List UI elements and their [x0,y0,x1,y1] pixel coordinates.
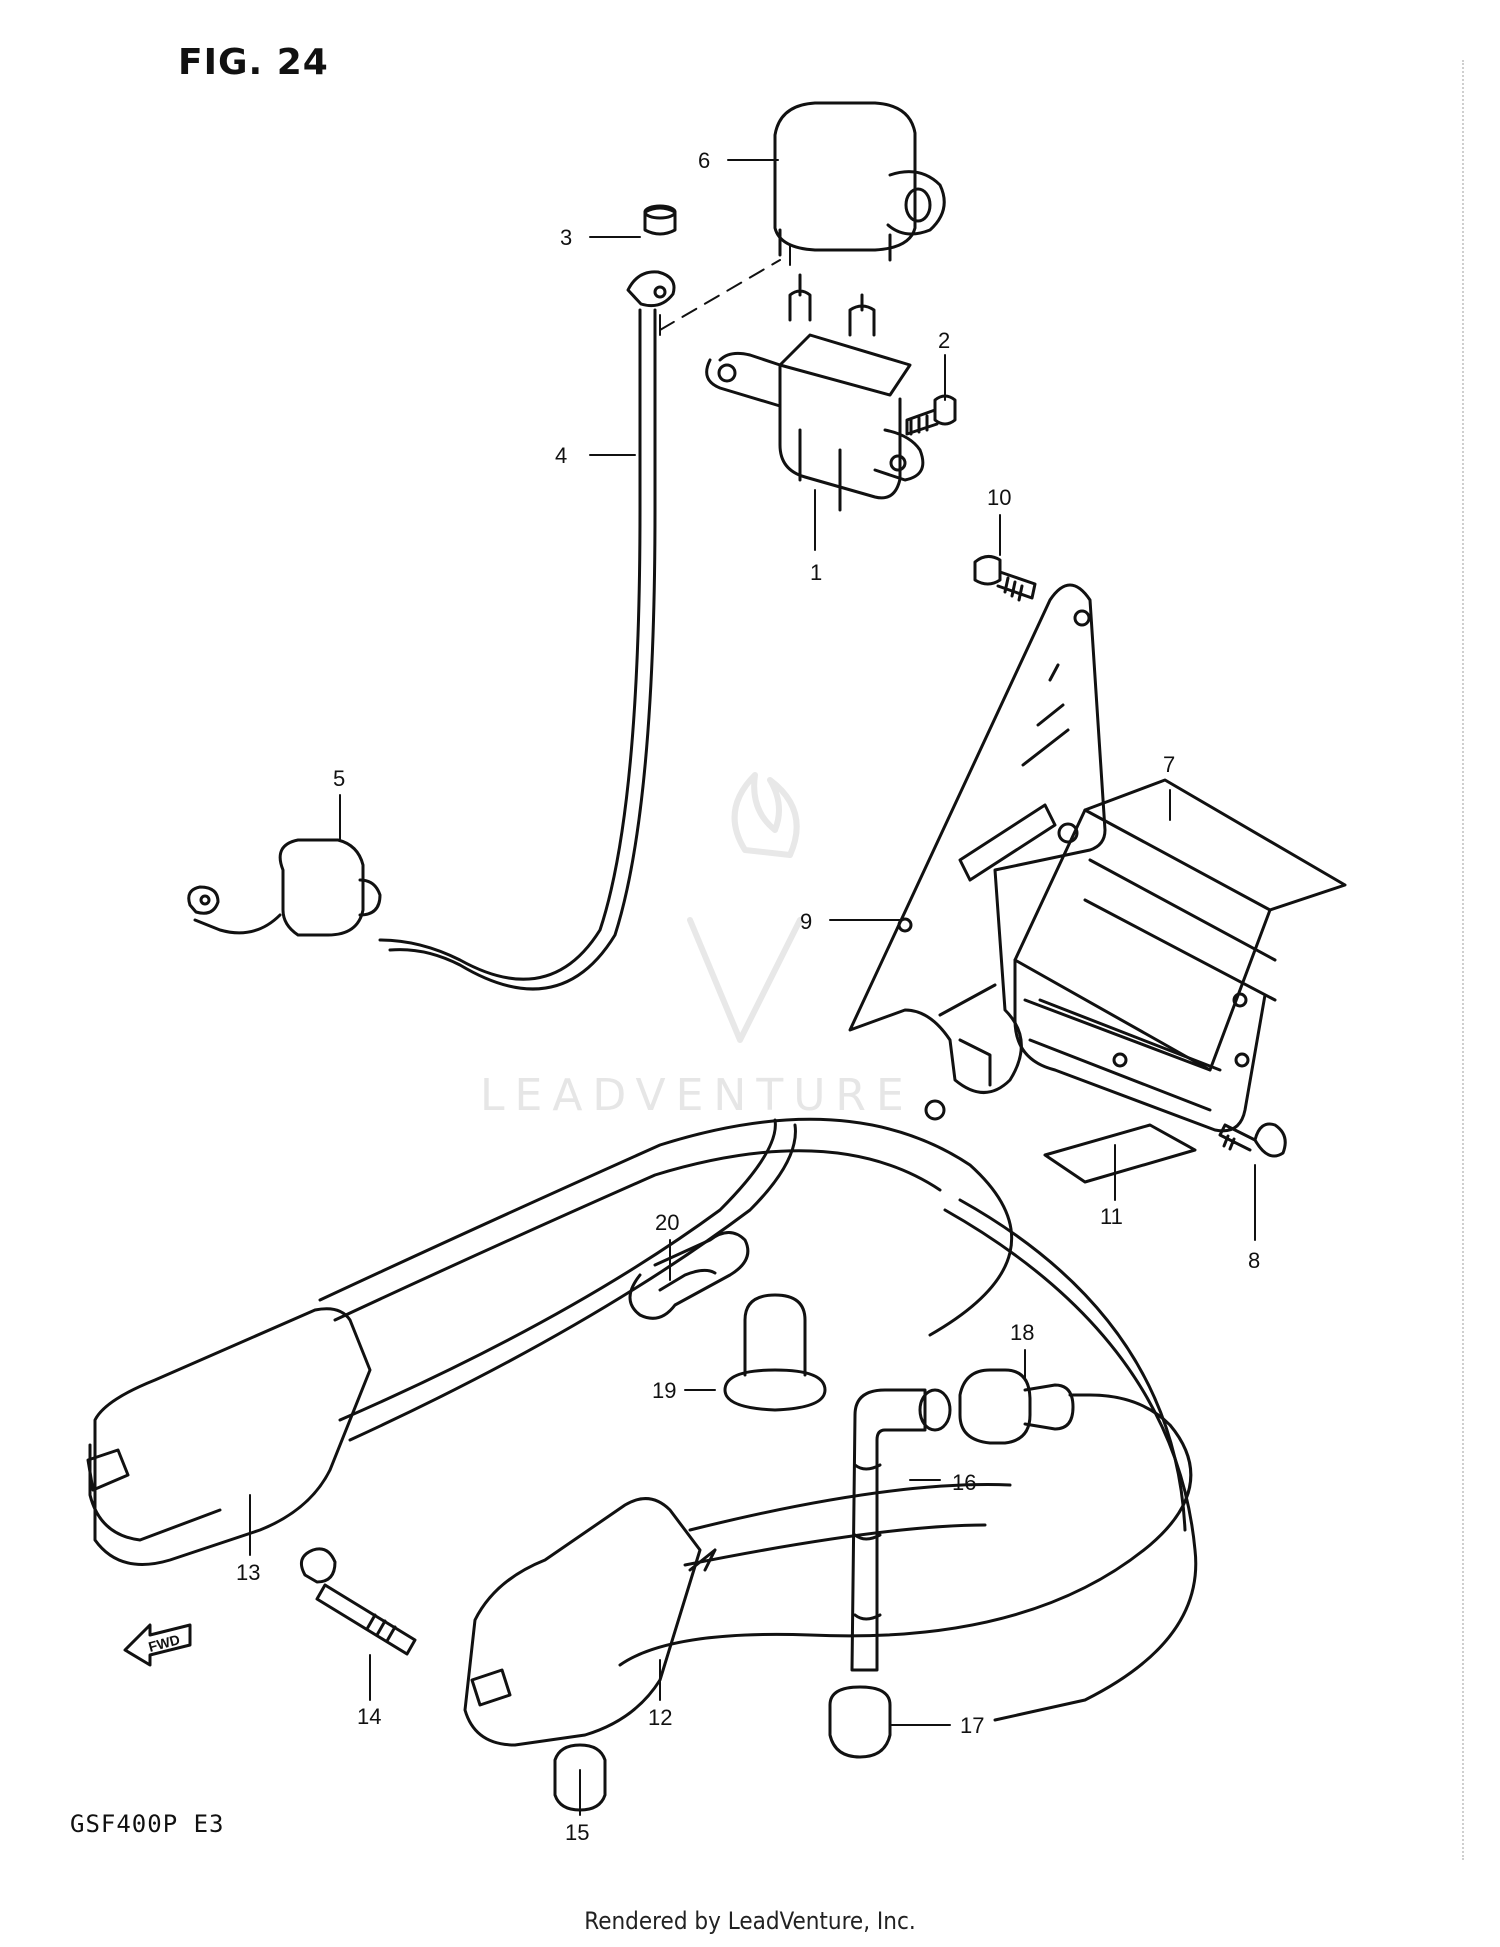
leader-lines [249,159,1256,1816]
callout-17: 17 [960,1713,984,1738]
callout-numbers: 1 2 3 4 5 6 7 8 9 10 11 12 13 14 15 16 1… [147,148,1261,1845]
part-20-clamp [628,1231,750,1320]
part-18-plug-cap [618,1368,1193,1667]
callout-8: 8 [1248,1248,1260,1273]
part-16-hose [850,1388,952,1672]
callout-13: 13 [236,1560,260,1585]
callout-4: 4 [555,443,567,468]
callout-18: 18 [1010,1320,1034,1345]
part-5-terminal-boot [187,838,382,937]
part-19-cap [723,1293,827,1412]
render-credit: Rendered by LeadVenture, Inc. [584,1907,916,1935]
part-6-relay-cover [773,101,946,262]
model-code: GSF400P E3 [70,1810,225,1838]
callout-11: 11 [1100,1204,1123,1229]
part-17-cap [828,1685,892,1759]
part-13-ignition-coil [86,1117,1198,1722]
callout-7: 7 [1163,752,1175,777]
callout-20: 20 [655,1210,679,1235]
part-7-regulator [1013,778,1347,1133]
part-8-screw [1218,1122,1287,1158]
part-10-screw [973,555,1037,602]
callout-2: 2 [938,328,950,353]
watermark-logo [687,772,803,1043]
callout-5: 5 [333,766,345,791]
callout-9: 9 [800,909,812,934]
part-11-pad [1043,1123,1197,1184]
callout-19: 19 [652,1378,676,1403]
part-15-spacer [553,1743,607,1812]
part-1-starter-relay [705,273,925,512]
part-4-lead-wire [378,270,676,991]
fwd-arrow-label: FWD [147,1631,182,1655]
callout-14: 14 [357,1704,381,1729]
part-2-screw [905,394,957,436]
fwd-arrow-icon [123,1623,192,1667]
callout-16: 16 [952,1470,976,1495]
callout-12: 12 [648,1705,672,1730]
callout-3: 3 [560,225,572,250]
scan-edge-dots [1462,60,1490,1860]
part-3-nut [643,204,677,236]
callout-15: 15 [565,1820,589,1845]
part-12-ignition-coil [463,1483,1012,1747]
watermark-text: LEADVENTURE [480,1070,914,1121]
callout-6: 6 [698,148,710,173]
part-9-bracket [848,583,1107,1121]
figure-title: FIG. 24 [178,42,329,83]
callout-10: 10 [987,485,1011,510]
part-14-bolt [299,1547,417,1656]
leader-dashed [659,259,781,331]
callout-1: 1 [810,560,822,585]
